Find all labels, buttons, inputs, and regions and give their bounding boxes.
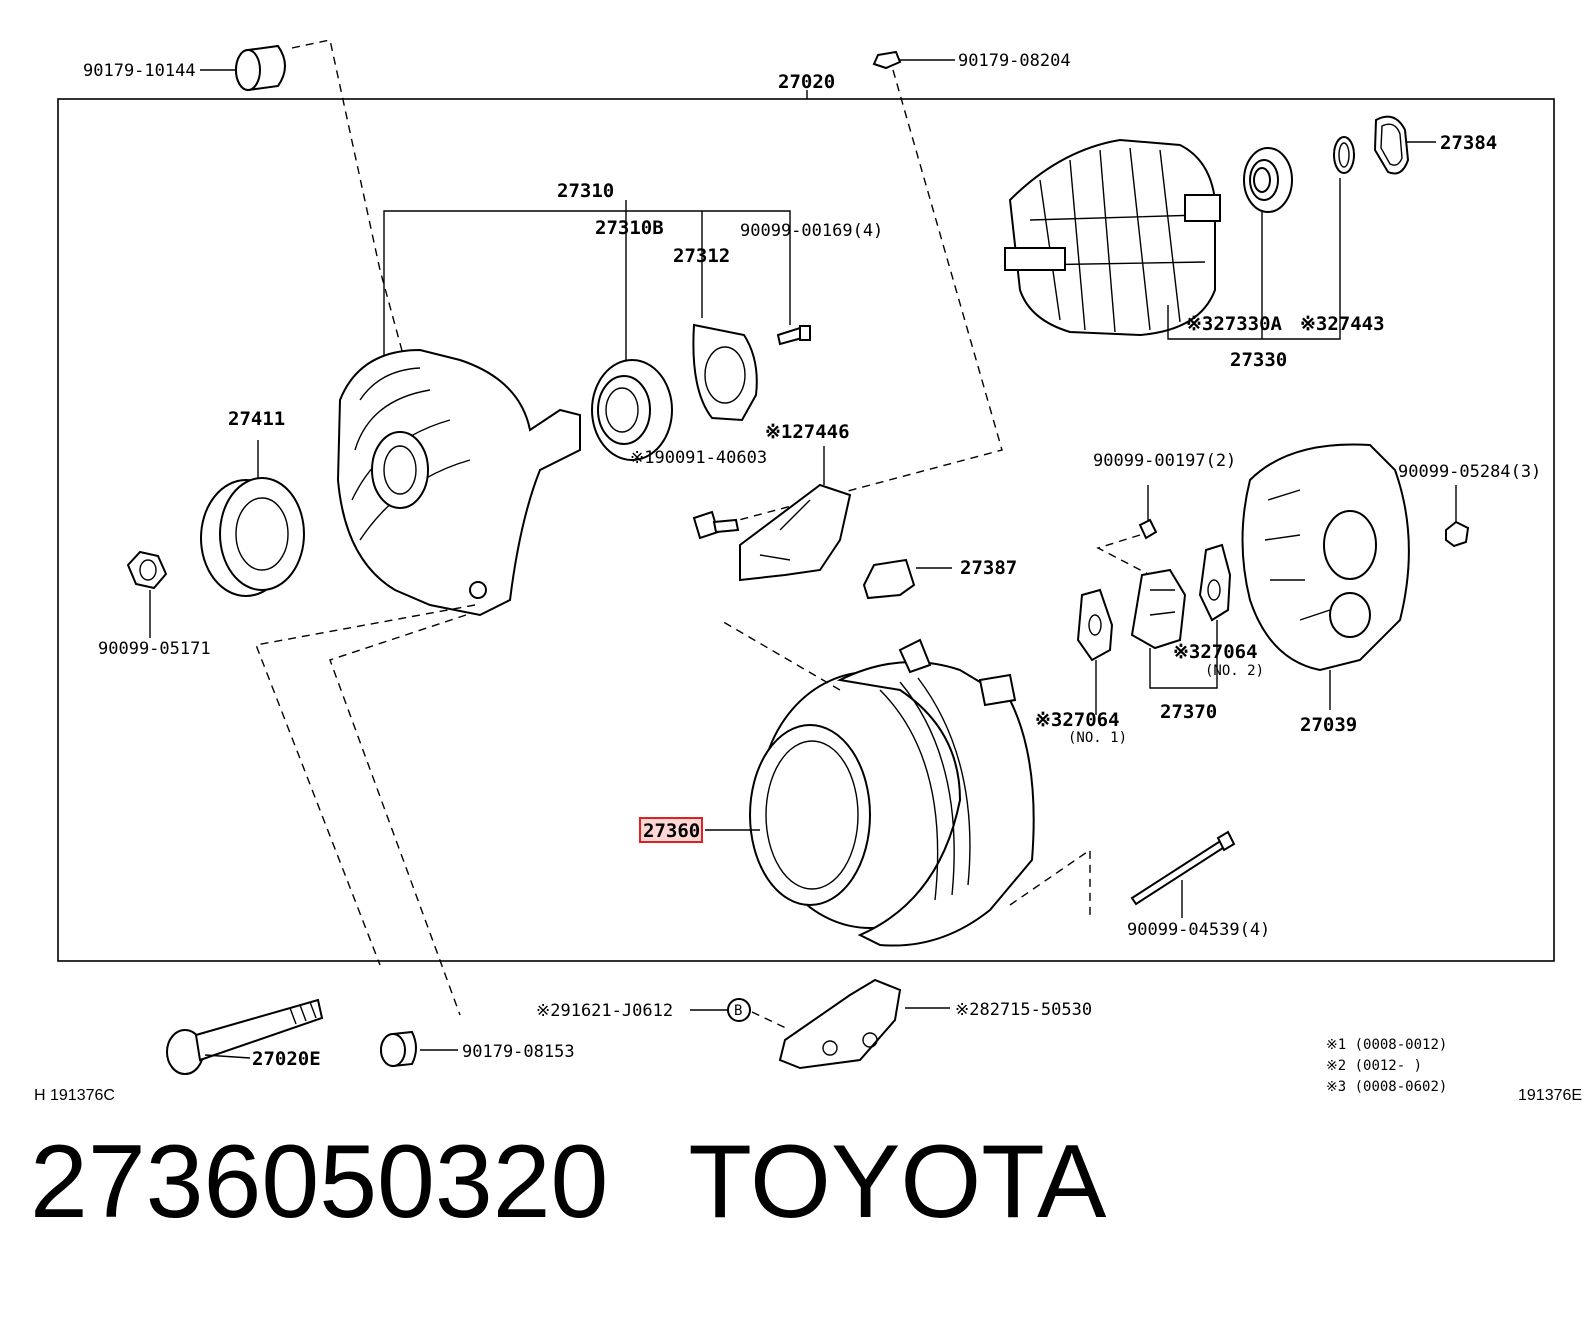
label-27310: 27310	[557, 180, 614, 202]
label-27064-no1-sub: (NO. 1)	[1068, 730, 1127, 746]
label-27370: 27370	[1160, 701, 1217, 723]
label-27330: 27330	[1230, 349, 1287, 371]
screw-90099-00197	[1138, 485, 1158, 540]
pulley-27411	[200, 440, 305, 597]
through-bolt-90099-04539	[1130, 830, 1236, 918]
label-27064-no2: ※327064	[1173, 641, 1258, 663]
label-27330A: ※327330A	[1186, 313, 1283, 335]
nut-90099-05284	[1445, 485, 1470, 548]
label-27443: ※327443	[1300, 313, 1385, 335]
note-1: ※1 (0008-0012)	[1326, 1037, 1447, 1053]
nut-90099-05171	[126, 550, 168, 638]
label-90099-04539: 90099-04539(4)	[1127, 920, 1270, 940]
label-27446: ※127446	[765, 421, 850, 443]
bolt-27020E	[166, 998, 324, 1075]
label-90099-05284: 90099-05284(3)	[1398, 462, 1541, 482]
label-27020: 27020	[778, 71, 835, 93]
label-b-marker: B	[734, 1003, 742, 1019]
nut-top-center	[872, 50, 955, 70]
boot-27387	[862, 558, 952, 600]
rear-cover-27039	[1241, 443, 1410, 710]
label-27310B: 27310B	[595, 217, 664, 239]
label-90179-10144: 90179-10144	[83, 61, 196, 81]
plate-27064-no2	[1198, 543, 1232, 622]
note-2: ※2 (0012- )	[1326, 1058, 1422, 1074]
caption-part-number: 2736050320	[30, 1124, 609, 1240]
label-91621-J0612: ※291621-J0612	[536, 1001, 673, 1021]
bearing-27310B	[591, 359, 673, 461]
note-3: ※3 (0008-0602)	[1326, 1079, 1447, 1095]
rotor-part	[1004, 138, 1221, 337]
caption-brand: TOYOTA	[688, 1124, 1107, 1240]
label-27387: 27387	[960, 557, 1017, 579]
bearing-27330A	[1243, 147, 1293, 213]
rectifier-end-frame-27360	[705, 638, 1035, 947]
assembly-frame	[57, 98, 1555, 962]
code-left: H 191376C	[34, 1087, 115, 1104]
bolt-90091-40603	[692, 510, 740, 540]
code-right: 191376E	[1518, 1087, 1582, 1104]
plate-27064-no1	[1076, 588, 1114, 715]
label-90099-05171: 90099-05171	[98, 639, 211, 659]
label-90099-00197: 90099-00197(2)	[1093, 451, 1236, 471]
bracket-82715-50530	[778, 978, 950, 1070]
label-27064-no1: ※327064	[1035, 709, 1120, 731]
label-90099-00169: 90099-00169(4)	[740, 221, 883, 241]
cover-27384	[1373, 115, 1436, 175]
bracket-27446	[739, 446, 852, 582]
label-27020E: 27020E	[252, 1048, 321, 1070]
screw-90099-00169	[776, 325, 811, 346]
label-90179-08204: 90179-08204	[958, 51, 1071, 71]
label-27039: 27039	[1300, 714, 1357, 736]
label-27064-no2-sub: (NO. 2)	[1205, 663, 1264, 679]
label-90179-08153: 90179-08153	[462, 1042, 575, 1062]
drive-end-frame	[336, 348, 581, 617]
label-90091-40603: ※190091-40603	[630, 448, 767, 468]
bushing-90179-08153	[380, 1030, 458, 1068]
label-27312: 27312	[673, 245, 730, 267]
label-82715-50530: ※282715-50530	[955, 1000, 1092, 1020]
brush-holder-27370	[1130, 568, 1187, 650]
label-27360: 27360	[643, 820, 700, 842]
parts-diagram: 90179-10144 90179-08204 27020 27384 2731…	[34, 39, 1582, 1104]
label-27411: 27411	[228, 408, 285, 430]
label-27384: 27384	[1440, 132, 1497, 154]
plate-27312	[692, 323, 758, 422]
ring-27443	[1333, 136, 1355, 174]
bushing-top-left	[200, 44, 286, 92]
highlight-27360	[639, 817, 703, 843]
